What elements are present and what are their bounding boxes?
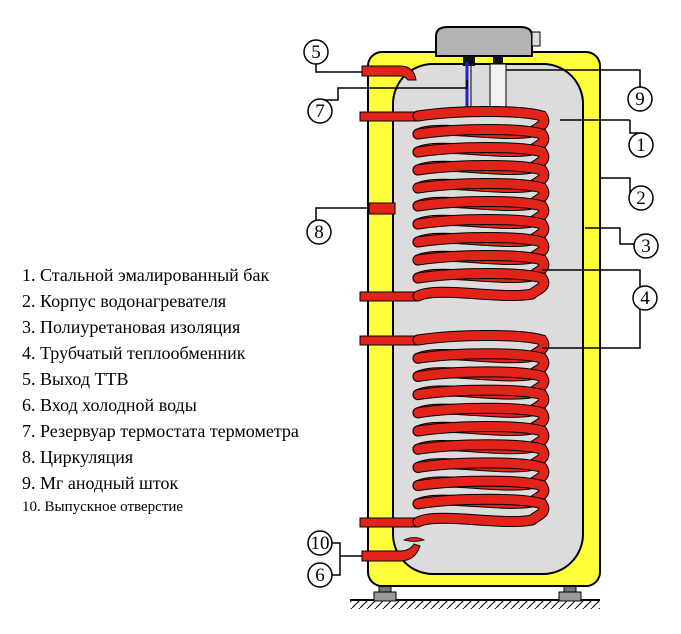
callout-2: 2 [628, 185, 654, 211]
svg-text:6: 6 [315, 565, 325, 586]
hot-water-outlet-pipe [361, 65, 417, 81]
svg-text:7: 7 [315, 101, 325, 122]
cold-water-inlet-pipe [361, 543, 421, 562]
top-ports [463, 56, 503, 66]
legend-item-8: 8. Циркуляция [22, 447, 134, 467]
lower-heat-exchanger-coil [359, 330, 550, 528]
legend-list: 1. Стальной эмалированный бак 2. Корпус … [22, 262, 299, 518]
coil-inlet-pipe [359, 111, 419, 122]
legend-item-7: 7. Резервуар термостата термометра [22, 421, 299, 441]
legend-item-2: 2. Корпус водонагревателя [22, 291, 227, 311]
coil-outlet-pipe [359, 291, 419, 302]
legend-item-1: 1. Стальной эмалированный бак [22, 265, 270, 285]
coil-inlet-pipe [359, 335, 419, 346]
svg-text:2: 2 [636, 188, 646, 209]
circulation-port [368, 202, 396, 215]
svg-text:3: 3 [641, 236, 651, 257]
coil-turn [413, 269, 549, 301]
callout-10: 10 [307, 530, 333, 556]
coil-outlet-pipe [359, 517, 419, 528]
coil-turn [413, 494, 549, 527]
legend-item-4: 4. Трубчатый теплообменник [22, 343, 246, 363]
callout-1: 1 [628, 132, 654, 158]
legend-item-3: 3. Полиуретановая изоляция [22, 317, 241, 337]
callout-4: 4 [632, 285, 658, 311]
svg-text:1: 1 [636, 135, 646, 156]
callout-6: 6 [307, 562, 333, 588]
legend-item-10: 10. Выпускное отверстие [22, 499, 184, 515]
svg-text:4: 4 [640, 288, 650, 309]
svg-text:5: 5 [311, 42, 321, 63]
callout-8: 8 [306, 219, 332, 245]
upper-heat-exchanger-coil [359, 106, 550, 302]
callout-5: 5 [303, 39, 329, 65]
callout-7: 7 [307, 98, 333, 124]
callout-3: 3 [633, 233, 659, 259]
callout-9: 9 [627, 86, 653, 112]
svg-text:8: 8 [314, 222, 324, 243]
legend-item-9: 9. Мг анодный шток [22, 473, 179, 493]
legend-item-5: 5. Выход ТТВ [22, 369, 129, 389]
legend-item-6: 6. Вход холодной воды [22, 395, 197, 415]
callouts: 5 7 9 1 2 3 4 8 10 6 [303, 39, 659, 588]
svg-text:9: 9 [635, 89, 645, 110]
top-cover [435, 26, 541, 57]
svg-text:10: 10 [311, 533, 330, 554]
drain-outlet [402, 537, 426, 542]
